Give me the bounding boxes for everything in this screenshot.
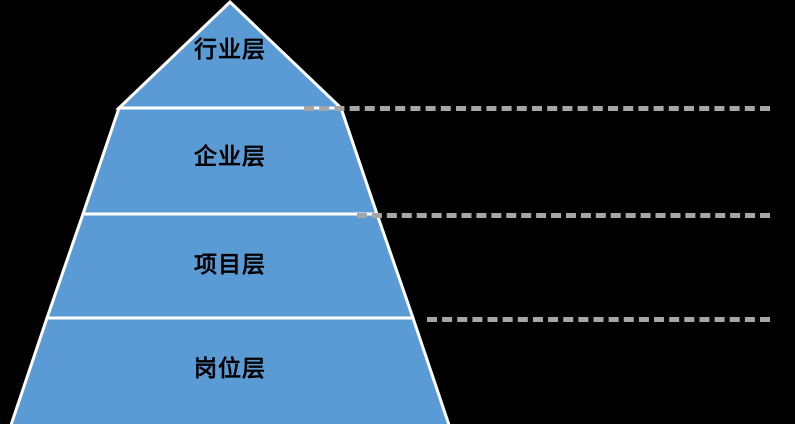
pyramid-tier-project [44,212,416,320]
pyramid-tier-industry [115,0,345,110]
connector-line-project [427,317,770,322]
connector-line-industry [304,106,770,111]
pyramid-shape[interactable] [0,0,470,424]
pyramid-tier-enterprise [80,106,380,216]
pyramid-tier-position [9,316,451,424]
connector-line-enterprise [357,213,770,218]
